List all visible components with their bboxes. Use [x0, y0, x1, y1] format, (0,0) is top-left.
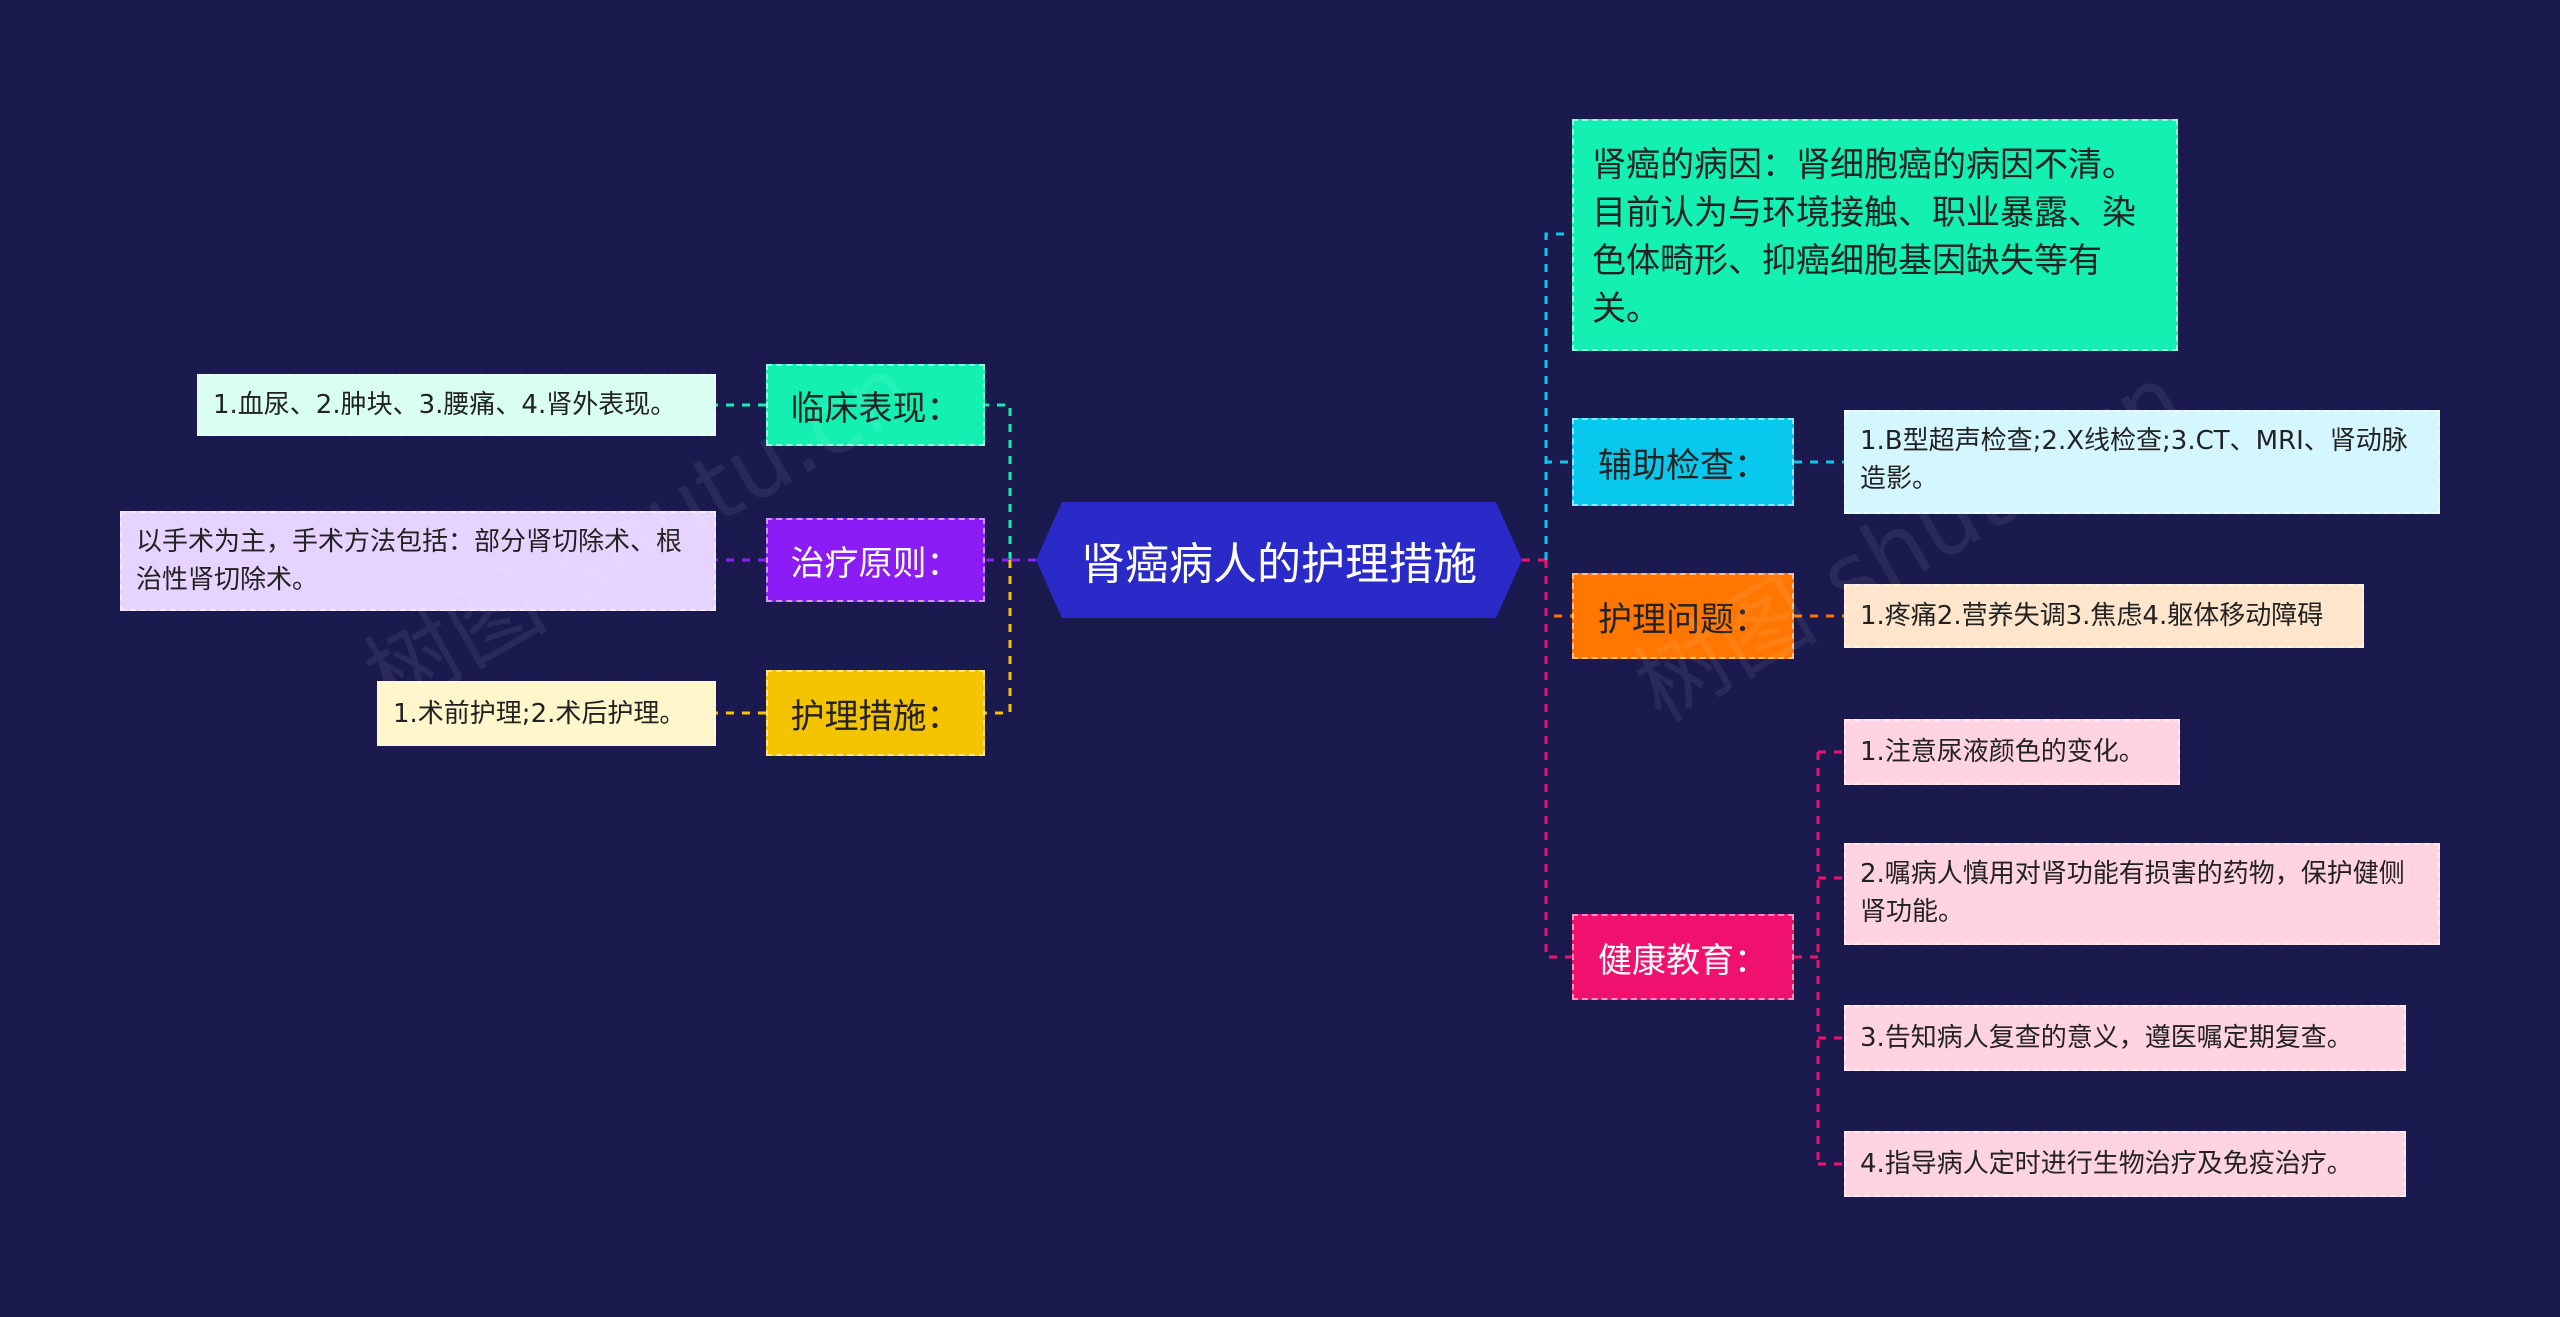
branch-label: 护理问题：: [1598, 599, 1768, 640]
branch-nursing-problems[interactable]: 护理问题：: [1572, 573, 1794, 659]
branch-health-education[interactable]: 健康教育：: [1572, 914, 1794, 1000]
leaf-education-1[interactable]: 1.注意尿液颜色的变化。: [1844, 719, 2180, 785]
root-node[interactable]: 肾癌病人的护理措施: [1036, 502, 1522, 618]
branch-label: 治疗原则：: [790, 543, 961, 584]
leaf-education-3[interactable]: 3.告知病人复查的意义，遵医嘱定期复查。: [1844, 1005, 2406, 1071]
leaf-nursing-problems[interactable]: 1.疼痛2.营养失调3.焦虑4.躯体移动障碍: [1844, 584, 2364, 648]
branch-label: 护理措施：: [790, 696, 961, 737]
left-connector-2: [985, 560, 1012, 715]
root-title: 肾癌病人的护理措施: [1081, 539, 1477, 590]
branch-label: 临床表现：: [790, 388, 961, 429]
right-connector-problems: [1544, 560, 1572, 618]
branch-cause[interactable]: 肾癌的病因：肾细胞癌的病因不清。目前认为与环境接触、职业暴露、染色体畸形、抑癌细…: [1572, 119, 2178, 351]
left-connector-0: [985, 403, 1012, 560]
leaf-education-4[interactable]: 4.指导病人定时进行生物治疗及免疫治疗。: [1844, 1131, 2406, 1197]
leaf-text: 1.血尿、2.肿块、3.腰痛、4.肾外表现。: [213, 390, 677, 420]
leaf-text: 2.嘱病人慎用对肾功能有损害的药物，保护健侧肾功能。: [1860, 859, 2405, 927]
leaf-text: 4.指导病人定时进行生物治疗及免疫治疗。: [1860, 1149, 2353, 1179]
leaf-clinical-manifestations[interactable]: 1.血尿、2.肿块、3.腰痛、4.肾外表现。: [197, 374, 716, 436]
leaf-treatment-principles[interactable]: 以手术为主，手术方法包括：部分肾切除术、根治性肾切除术。: [120, 511, 716, 611]
leaf-auxiliary-exam[interactable]: 1.B型超声检查;2.X线检查;3.CT、MRI、肾动脉造影。: [1844, 410, 2440, 514]
branch-treatment-principles[interactable]: 治疗原则：: [766, 518, 985, 602]
leaf-text: 1.注意尿液颜色的变化。: [1860, 737, 2145, 767]
leaf-text: 1.疼痛2.营养失调3.焦虑4.躯体移动障碍: [1860, 601, 2324, 631]
branch-label: 健康教育：: [1598, 940, 1768, 981]
right-connector-education: [1544, 560, 1572, 959]
leaf-text: 1.术前护理;2.术后护理。: [393, 698, 686, 729]
branch-label: 辅助检查：: [1598, 445, 1768, 486]
leaf-text: 3.告知病人复查的意义，遵医嘱定期复查。: [1860, 1023, 2353, 1053]
leaf-nursing-measures[interactable]: 1.术前护理;2.术后护理。: [377, 681, 716, 746]
branch-auxiliary-exam[interactable]: 辅助检查：: [1572, 418, 1794, 506]
right-connector-exam: [1544, 460, 1572, 560]
leaf-text: 1.B型超声检查;2.X线检查;3.CT、MRI、肾动脉造影。: [1860, 426, 2408, 494]
leaf-education-2[interactable]: 2.嘱病人慎用对肾功能有损害的药物，保护健侧肾功能。: [1844, 843, 2440, 945]
education-leaf-connectors: [1794, 750, 1844, 1166]
leaf-text: 以手术为主，手术方法包括：部分肾切除术、根治性肾切除术。: [136, 527, 683, 595]
right-connector-cause: [1544, 232, 1572, 560]
branch-nursing-measures[interactable]: 护理措施：: [766, 670, 985, 756]
cause-text: 肾癌的病因：肾细胞癌的病因不清。目前认为与环境接触、职业暴露、染色体畸形、抑癌细…: [1592, 145, 2136, 329]
branch-clinical-manifestations[interactable]: 临床表现：: [766, 364, 985, 446]
